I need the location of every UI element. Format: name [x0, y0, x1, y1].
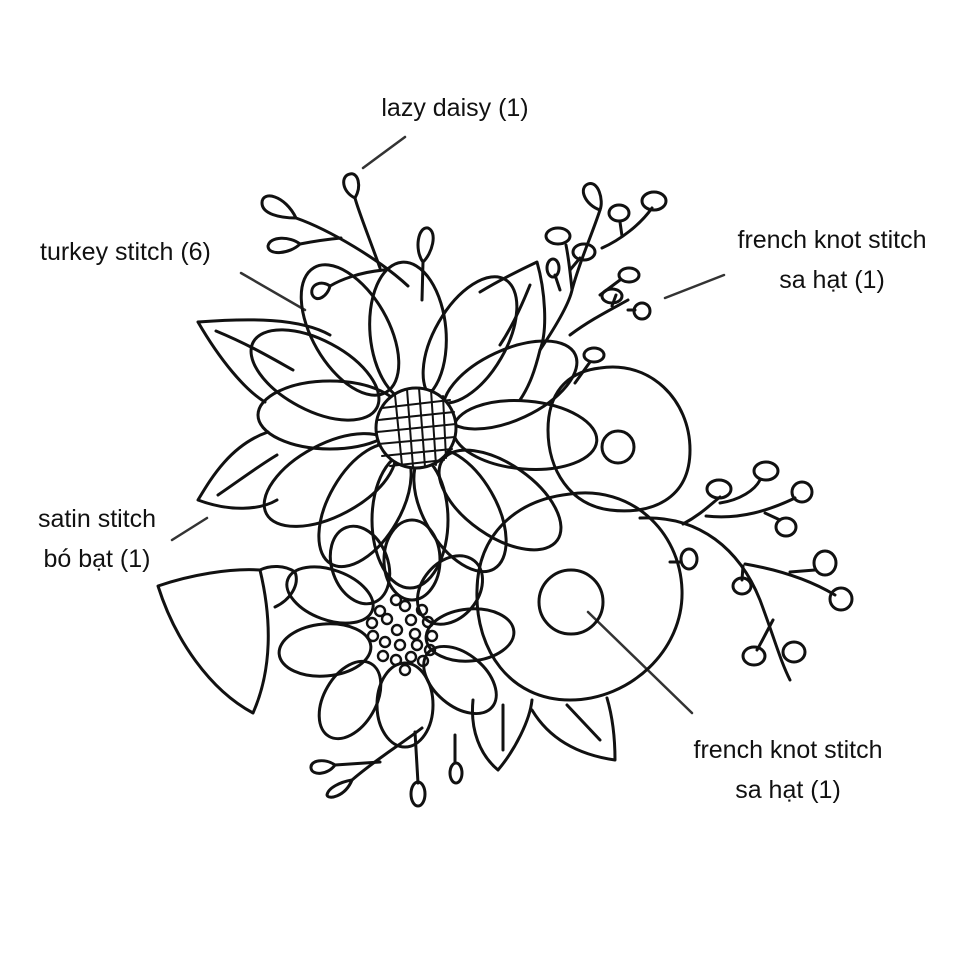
label-french-knot-bottom-line-1: french knot stitch [693, 736, 883, 764]
leader-lazy-daisy [361, 135, 407, 170]
label-satin-stitch: satin stitch bó bạt (1) [22, 499, 172, 579]
bottom-sprigs [309, 726, 464, 808]
leader-lines [170, 135, 726, 715]
small-daisy-flower [277, 518, 516, 749]
upper-round-flower [546, 365, 692, 513]
label-french-knot-bottom: french knot stitch sa hạt (1) [668, 730, 908, 810]
satin-stitch-bell [156, 565, 298, 715]
bottom-leaves [470, 696, 617, 772]
lower-round-flower [475, 491, 684, 702]
label-lazy-daisy: lazy daisy (1) [360, 88, 550, 128]
leader-turkey-stitch [239, 271, 307, 312]
label-turkey-stitch: turkey stitch (6) [40, 232, 211, 272]
label-french-knot-top-line-1: french knot stitch [737, 226, 927, 254]
label-french-knot-top-line-2: sa hạt (1) [779, 266, 885, 294]
french-knot-sprig-right [638, 460, 854, 682]
label-satin-stitch-line-1: satin stitch [37, 505, 157, 533]
leader-french-knot-bottom [586, 610, 694, 715]
label-satin-stitch-line-2: bó bạt (1) [43, 545, 151, 573]
leader-french-knot-top [663, 273, 726, 300]
label-french-knot-bottom-line-2: sa hạt (1) [735, 776, 841, 804]
left-leaves [196, 318, 332, 510]
label-lazy-daisy-line-1: lazy daisy (1) [381, 94, 529, 122]
label-turkey-stitch-line-1: turkey stitch (6) [40, 238, 211, 266]
large-daisy-flower [249, 260, 599, 590]
leader-satin-stitch [170, 516, 209, 542]
lazy-daisy-sprig [260, 172, 435, 302]
french-knot-sprig-top [538, 182, 668, 385]
label-french-knot-top: french knot stitch sa hạt (1) [712, 220, 952, 300]
